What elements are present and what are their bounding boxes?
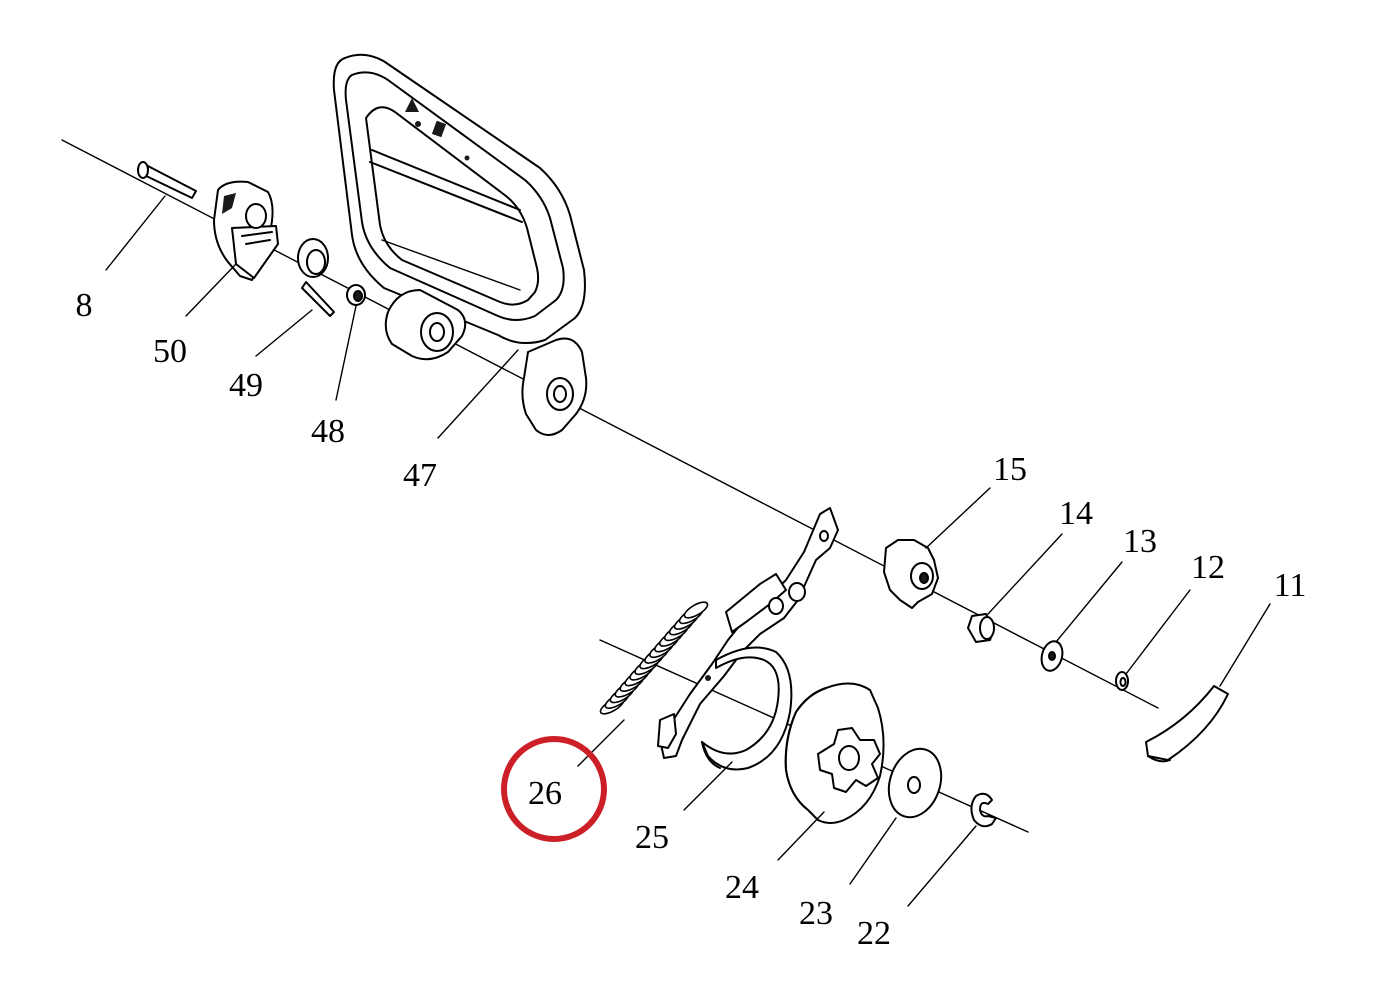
washer-large-part [887,747,943,819]
part-label-8: 8 [76,287,93,324]
spring-coil [683,601,709,619]
washer-small-part [1040,640,1064,672]
part-label-24: 24 [725,869,759,906]
front-handle-part [332,53,588,436]
e-clip-part [970,792,997,828]
part-label-13: 13 [1123,523,1157,560]
part-label-11: 11 [1274,567,1307,604]
part-label-25: 25 [635,819,669,856]
highlight-circle [501,736,607,842]
leader-23 [849,817,897,885]
curved-plate-part [1145,685,1229,763]
part-label-49: 49 [229,367,263,404]
leader-14 [987,533,1063,615]
part-label-22: 22 [857,915,891,952]
brake-band-part [701,646,793,771]
leader-11 [1219,603,1271,687]
brake-lever-part [657,507,839,759]
small-clip-part [1115,671,1129,691]
small-bushing-part [346,284,366,306]
part-label-26: 26 [528,775,562,812]
clutch-drum-part [784,682,885,824]
sleeve-part [967,613,995,643]
leader-50 [185,263,237,317]
leader-12 [1125,589,1191,675]
leader-22 [907,825,977,907]
leader-48 [335,305,357,401]
bushing-clip-part [297,238,335,317]
part-labels: 8 50 49 48 47 15 14 13 12 11 26 25 24 23… [76,287,1307,952]
cam-bushing-part [883,539,939,609]
leader-26 [577,719,625,767]
leader-13 [1055,561,1123,643]
leader-24 [777,811,825,861]
leader-49 [255,309,313,357]
leader-lines [105,195,1271,907]
part-label-14: 14 [1059,495,1093,532]
part-label-23: 23 [799,895,833,932]
pin-part [137,161,197,199]
leader-25 [683,761,733,811]
part-label-47: 47 [403,457,437,494]
spring-part [599,601,709,715]
leader-8 [105,195,166,271]
leader-47 [437,349,519,439]
switch-housing-part [213,180,279,281]
part-label-50: 50 [153,333,187,370]
part-label-48: 48 [311,413,345,450]
part-label-12: 12 [1191,549,1225,586]
part-label-15: 15 [993,451,1027,488]
leader-15 [925,487,991,549]
